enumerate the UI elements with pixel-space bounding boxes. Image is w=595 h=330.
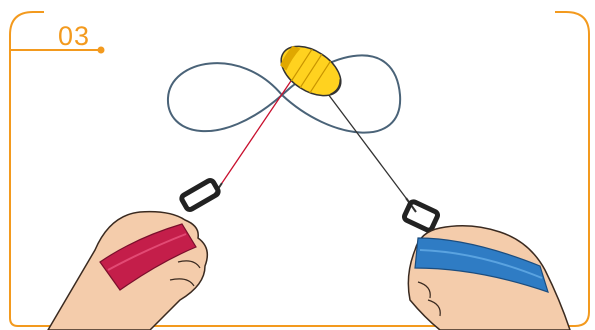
left-hand-icon [48, 179, 222, 330]
right-hand-icon [403, 198, 570, 330]
left-control-line [222, 72, 297, 183]
kite-icon [272, 36, 349, 105]
right-control-line [322, 86, 406, 198]
